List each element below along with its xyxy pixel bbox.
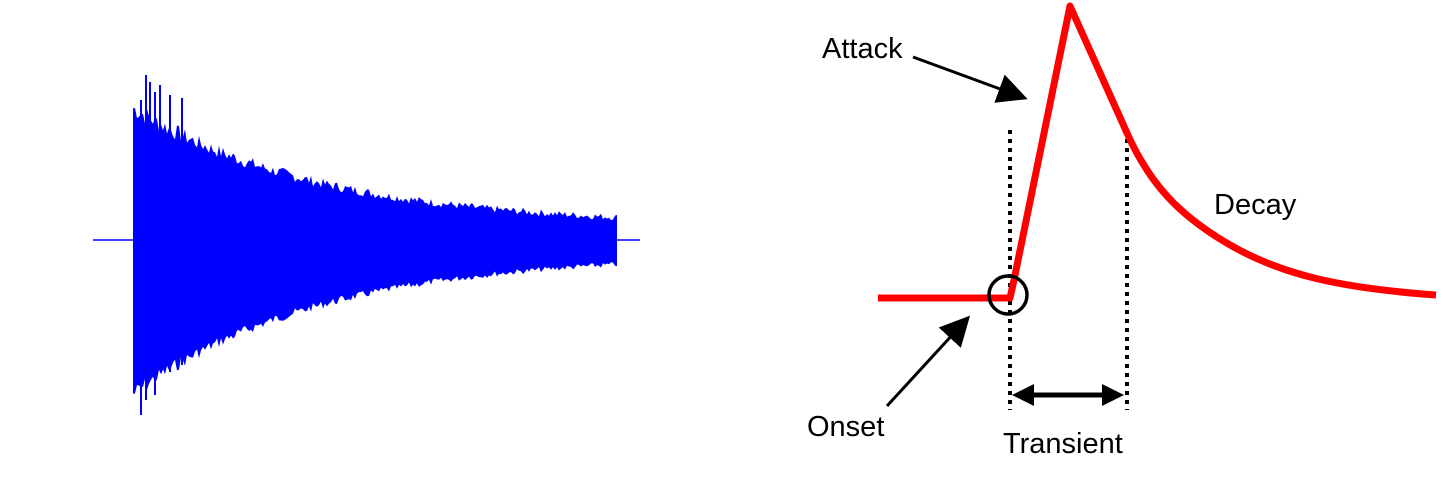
onset-arrow xyxy=(885,315,971,408)
envelope-panel: Attack Decay Onset Transient xyxy=(807,2,1437,460)
attack-arrow xyxy=(912,55,1028,103)
onset-marker-circle xyxy=(987,274,1029,316)
waveform-envelope xyxy=(133,108,617,394)
decay-label: Decay xyxy=(1214,189,1297,221)
onset-label: Onset xyxy=(807,411,884,443)
envelope-curve xyxy=(878,2,1437,302)
transient-label: Transient xyxy=(1003,428,1123,460)
transient-arrowhead-left xyxy=(1012,384,1034,406)
transient-arrowhead-right xyxy=(1102,384,1124,406)
waveform-spikes xyxy=(140,75,183,415)
attack-label: Attack xyxy=(822,33,903,65)
waveform-panel xyxy=(93,75,640,415)
